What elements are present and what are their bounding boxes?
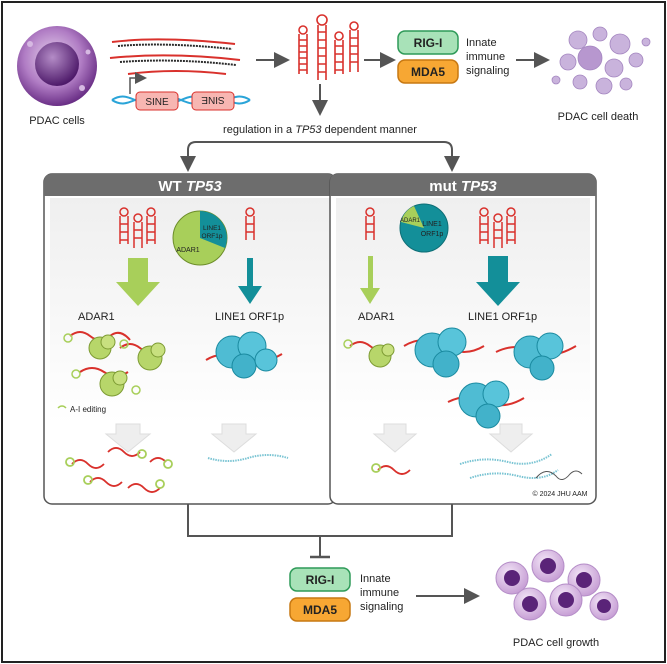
- mut-edited-rna-icon: [371, 463, 411, 475]
- bottom-immune-label: immune: [360, 587, 399, 599]
- regulation-label: regulation in a TP53 dependent manner: [223, 124, 417, 136]
- mut-single-hairpin-icon: [365, 207, 375, 240]
- cell-growth-label: PDAC cell growth: [513, 637, 599, 649]
- wt-hairpins-icon: [119, 207, 156, 248]
- mut-adar-arrow: [360, 256, 380, 304]
- wt-line1-down-arrow: [210, 423, 258, 453]
- wt-adar-label: ADAR1: [78, 311, 115, 323]
- signaling-label: signaling: [466, 65, 509, 77]
- mut-panel-title: mut TP53: [429, 178, 497, 195]
- a-i-editing-legend-icon: [57, 405, 67, 409]
- mda5-label: MDA5: [411, 65, 445, 79]
- wt-pie-orf1p-label: ORF1p: [202, 233, 223, 240]
- wt-edited-rna-icon: [65, 447, 173, 493]
- mut-hairpins-icon: [479, 207, 516, 248]
- mut-pie-adar-label: ADAR1: [400, 218, 421, 224]
- wt-line1-rna-icon: [207, 454, 289, 462]
- wt-single-hairpin-icon: [245, 207, 255, 240]
- immune-label: immune: [466, 51, 505, 63]
- mut-adar-complex-icon: [343, 339, 395, 368]
- wt-adar-complexes-icon: [63, 331, 166, 397]
- mut-pie-line1-label: LINE1: [422, 221, 442, 228]
- rna-strands-icon: [109, 38, 241, 75]
- mut-line1-label: LINE1 ORF1p: [468, 311, 537, 323]
- wt-line1-arrow: [238, 258, 262, 304]
- artist-signature-icon: [535, 470, 583, 480]
- wt-line1-complex-icon: [205, 331, 283, 379]
- bottom-mda5-label: MDA5: [303, 603, 337, 617]
- copyright-label: © 2024 JHU AAM: [533, 490, 588, 498]
- sine-label: SINE: [145, 97, 169, 108]
- wt-pie-chart: [172, 210, 228, 266]
- sine-box: [135, 91, 179, 111]
- cell-growth-icon: [495, 549, 619, 621]
- wt-adar-down-arrow: [104, 423, 152, 453]
- bottom-innate-label: Innate: [360, 573, 391, 585]
- a-i-editing-label: A-I editing: [70, 405, 106, 414]
- bottom-rig-i-label: RIG-I: [306, 573, 335, 587]
- pdac-cells-label: PDAC cells: [29, 115, 85, 127]
- mut-line1-down-arrow: [488, 423, 534, 453]
- wt-line1-label: LINE1 ORF1p: [215, 311, 284, 323]
- bottom-mda5-box: [289, 597, 351, 622]
- cell-death-label: PDAC cell death: [558, 111, 639, 123]
- mut-line1-rna-icon: [459, 453, 559, 479]
- mut-adar-down-arrow: [372, 423, 418, 453]
- sine-reverse-label: SINE: [201, 94, 225, 105]
- sine-box-reverse: [191, 91, 235, 111]
- mda5-box: [397, 59, 459, 84]
- dsrna-hairpins-icon: [298, 14, 359, 80]
- wt-pie-line1-label: LINE1: [203, 225, 221, 232]
- wt-panel: [43, 173, 337, 505]
- pdac-cell-icon: [17, 26, 97, 106]
- cell-death-icon: [551, 26, 651, 95]
- merge-connector: [187, 504, 453, 537]
- mut-pie-orf1p-label: ORF1p: [421, 231, 444, 238]
- innate-label: Innate: [466, 37, 497, 49]
- mut-pie-chart: [399, 203, 449, 253]
- branch-connector: [187, 141, 453, 166]
- wt-panel-title: WT TP53: [158, 178, 222, 195]
- mut-line1-complexes-icon: [403, 327, 577, 429]
- wt-pie-adar-label: ADAR1: [176, 247, 199, 254]
- rig-i-label: RIG-I: [414, 36, 443, 50]
- mut-line1-arrow: [476, 256, 520, 306]
- bottom-signaling-label: signaling: [360, 601, 403, 613]
- wt-adar-arrow: [116, 258, 160, 306]
- mut-adar-label: ADAR1: [358, 311, 395, 323]
- rig-i-box: [397, 30, 459, 55]
- bottom-rig-i-box: [289, 567, 351, 592]
